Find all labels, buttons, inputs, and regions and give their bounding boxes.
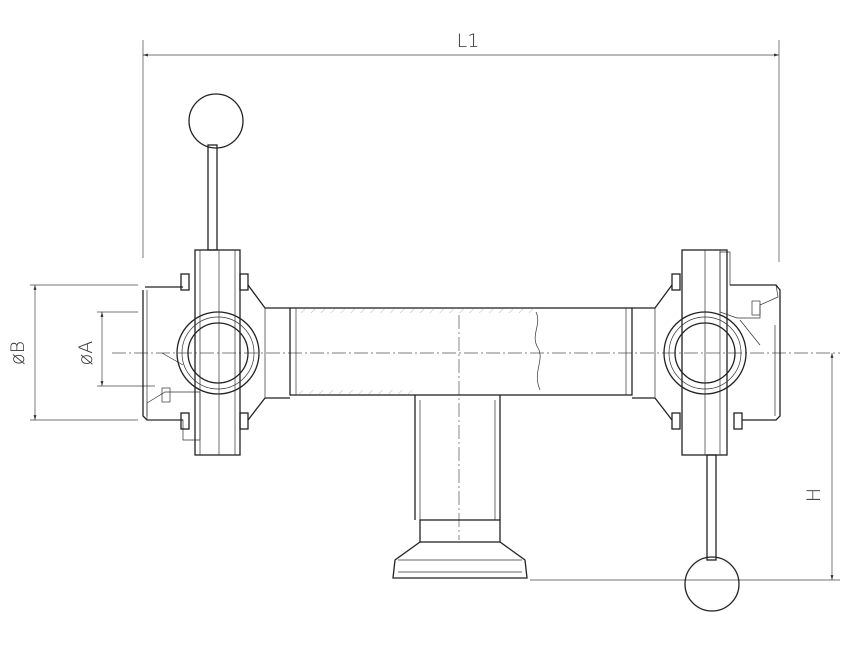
right-ferrule-fitting: [719, 251, 781, 421]
label-l1: L1: [457, 30, 480, 52]
dimension-outer-diameter: øB: [7, 284, 138, 421]
centerlines: [112, 315, 840, 540]
left-butterfly-valve: [176, 249, 290, 456]
tee-branch: [392, 395, 528, 579]
main-pipe: [289, 307, 633, 396]
dimension-l1: L1: [142, 30, 780, 262]
dimension-inner-diameter: øA: [75, 311, 155, 387]
left-valve-handle[interactable]: [188, 93, 244, 251]
dimension-height: H: [530, 353, 840, 581]
label-inner-diameter: øA: [75, 341, 97, 366]
label-height: H: [803, 488, 825, 502]
left-ferrule-fitting: [142, 286, 201, 441]
label-outer-diameter: øB: [7, 341, 29, 365]
right-valve-handle[interactable]: [684, 454, 740, 612]
right-butterfly-valve: [632, 249, 747, 456]
